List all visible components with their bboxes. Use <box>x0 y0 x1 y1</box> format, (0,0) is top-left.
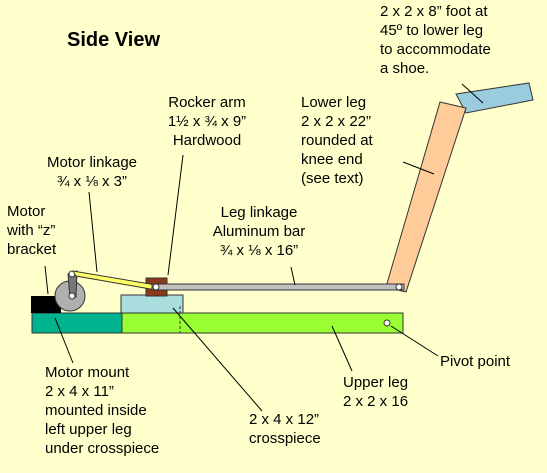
motor <box>31 296 61 313</box>
foot <box>455 82 534 114</box>
rocker-arm-label: Rocker arm 1½ x ¾ x 9” Hardwood <box>167 94 247 149</box>
pivot-point-marker <box>383 319 391 327</box>
pulley-hub <box>68 292 76 300</box>
upper-leg <box>121 312 404 334</box>
leg-linkage <box>151 283 405 291</box>
motor-mount <box>31 312 123 334</box>
crosspiece <box>120 294 184 314</box>
leader-motor <box>44 265 49 295</box>
leader-lines <box>44 83 484 412</box>
lower-leg-label: Lower leg 2 x 2 x 22” rounded at knee en… <box>301 94 373 187</box>
leader-motor-mount <box>54 317 74 364</box>
motor-linkage-label: Motor linkage ¾ x ⅛ x 3” <box>46 154 138 190</box>
knee-pivot <box>395 283 403 291</box>
motor-mount-label: Motor mount 2 x 4 x 11” mounted inside l… <box>45 364 160 457</box>
upper-leg-label: Upper leg 2 x 2 x 16 <box>343 374 409 410</box>
leader-lower-leg <box>402 161 435 175</box>
motor-linkage <box>72 270 157 291</box>
leg-linkage-label: Leg linkage Aluminum bar ¾ x ⅛ x 16” <box>212 204 306 259</box>
leader-foot <box>461 83 484 104</box>
diagram-title: Side View <box>67 29 161 51</box>
leader-upper-leg <box>331 325 353 372</box>
motor-label: Motor with “z” bracket <box>7 203 57 258</box>
foot-label: 2 x 2 x 8” foot at 45º to lower leg to a… <box>380 3 491 77</box>
rocker-pivot <box>152 283 160 291</box>
leader-rocker-arm <box>167 154 184 276</box>
crosspiece-label: 2 x 4 x 12” crosspiece <box>249 411 321 447</box>
lower-leg <box>385 101 467 293</box>
leader-leg-linkage <box>290 266 296 286</box>
pivot-point-label: Pivot point <box>440 353 511 370</box>
leader-crosspiece <box>172 307 263 412</box>
leader-motor-linkage <box>88 191 98 273</box>
leader-pivot-point <box>390 325 439 357</box>
